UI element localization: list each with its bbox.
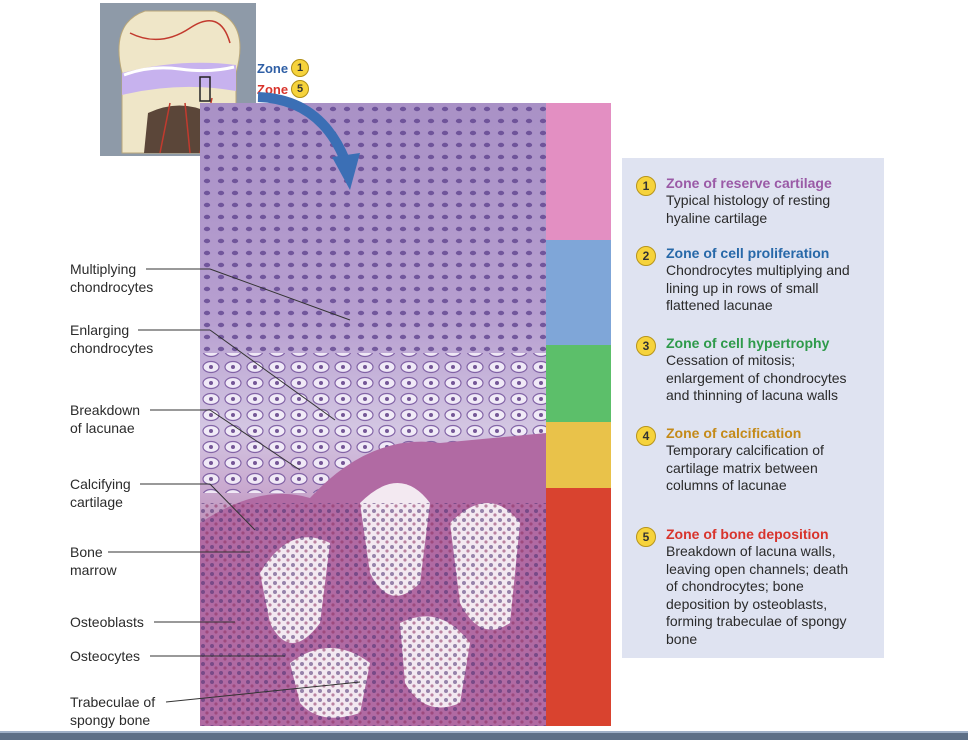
micrograph-drawing: [200, 103, 611, 726]
zone1-title: Zone of reserve cartilage: [666, 175, 832, 191]
zone1-number-badge: 1: [636, 176, 656, 196]
zone-item-5: 5 Zone of bone deposition Breakdown of l…: [636, 525, 880, 648]
zone1-desc-line2: hyaline cartilage: [666, 209, 768, 226]
zone2-title: Zone of cell proliferation: [666, 245, 830, 261]
bone-epiphysis-drawing: [100, 3, 256, 156]
zone4-desc-line2: cartilage matrix between: [666, 459, 818, 476]
zone2-desc-line1: Chondrocytes multiplying and: [666, 262, 850, 278]
zone4-desc-line3: columns of lacunae: [666, 477, 787, 493]
zone-item-4: 4 Zone of calcification Temporary calcif…: [636, 424, 880, 495]
label-breakdown-lacunae: Breakdown of lacunae: [70, 401, 140, 437]
inset-zone1-number: 1: [291, 59, 310, 77]
zone-item-1: 1 Zone of reserve cartilage Typical hist…: [636, 174, 880, 227]
zone3-desc-line2: enlargement of chondrocytes: [666, 369, 847, 386]
zone1-desc-line1: Typical histology of resting: [666, 192, 831, 208]
zone-legend-panel: 1 Zone of reserve cartilage Typical hist…: [622, 158, 884, 658]
leader-lines: [108, 268, 361, 703]
inset-zone5-number: 5: [291, 80, 310, 98]
zone2-number-badge: 2: [636, 246, 656, 266]
zone3-color-strip: [546, 345, 611, 422]
zone3-desc-line3: and thinning of lacuna walls: [666, 387, 839, 403]
zone2-color-strip: [546, 240, 611, 345]
zone2-desc-line2: lining up in rows of small: [666, 279, 819, 296]
inset-zone1-tag: Zone 1: [257, 59, 310, 77]
label-multiplying-line1: Multiplying: [70, 261, 137, 277]
zone5-desc-line6: bone: [666, 630, 698, 647]
label-osteocytes-line1: Osteocytes: [70, 648, 141, 664]
label-multiplying-chondrocytes: Multiplying chondrocytes: [70, 260, 153, 296]
bottom-divider-bar: [0, 731, 968, 740]
label-enlarging-line1: Enlarging: [70, 322, 130, 338]
zone5-desc-line1: Breakdown of lacuna walls,: [666, 543, 836, 559]
zone3-title: Zone of cell hypertrophy: [666, 335, 830, 351]
label-enlarging-line2: chondrocytes: [70, 340, 154, 356]
zone3-desc-line1: Cessation of mitosis;: [666, 352, 796, 368]
zone4-color-strip: [546, 422, 611, 488]
zone5-title: Zone of bone deposition: [666, 526, 829, 542]
zone5-number-badge: 5: [636, 527, 656, 547]
label-enlarging-chondrocytes: Enlarging chondrocytes: [70, 321, 153, 357]
label-breakdown-line1: Breakdown: [70, 402, 141, 418]
label-marrow-line1: Bone: [70, 544, 103, 560]
label-osteocytes: Osteocytes: [70, 647, 140, 665]
label-calcifying-cartilage: Calcifying cartilage: [70, 475, 131, 511]
label-bone-marrow: Bone marrow: [70, 543, 117, 579]
curved-arrow: [257, 92, 360, 190]
histology-micrograph: [200, 103, 611, 726]
zone5-desc-line3: of chondrocytes; bone: [666, 578, 804, 594]
zone4-desc-line1: Temporary calcification of: [666, 442, 824, 458]
label-marrow-line2: marrow: [70, 562, 117, 578]
label-trabeculae-line2: spongy bone: [70, 712, 151, 728]
label-osteoblasts: Osteoblasts: [70, 613, 144, 631]
label-trabeculae-line1: Trabeculae of: [70, 694, 156, 710]
label-calcifying-line1: Calcifying: [70, 476, 131, 492]
label-breakdown-line2: of lacunae: [70, 420, 135, 436]
zone5-desc-line2: leaving open channels; death: [666, 560, 849, 577]
zone2-desc-line3: flattened lacunae: [666, 297, 773, 313]
zone3-number-badge: 3: [636, 336, 656, 356]
zone1-color-strip: [546, 103, 611, 240]
bone-inset-illustration: [100, 3, 256, 156]
zone4-title: Zone of calcification: [666, 425, 802, 441]
zone5-desc-line5: forming trabeculae of spongy: [666, 613, 847, 629]
zone5-desc-line4: deposition by osteoblasts,: [666, 595, 828, 612]
label-multiplying-line2: chondrocytes: [70, 279, 154, 295]
zone5-color-strip: [546, 488, 611, 726]
zone-item-3: 3 Zone of cell hypertrophy Cessation of …: [636, 334, 880, 405]
inset-zone1-text: Zone: [257, 60, 289, 76]
zone4-number-badge: 4: [636, 426, 656, 446]
zone-item-2: 2 Zone of cell proliferation Chondrocyte…: [636, 244, 880, 315]
label-trabeculae: Trabeculae of spongy bone: [70, 693, 155, 729]
label-osteoblasts-line1: Osteoblasts: [70, 614, 144, 630]
label-calcifying-line2: cartilage: [70, 494, 123, 510]
